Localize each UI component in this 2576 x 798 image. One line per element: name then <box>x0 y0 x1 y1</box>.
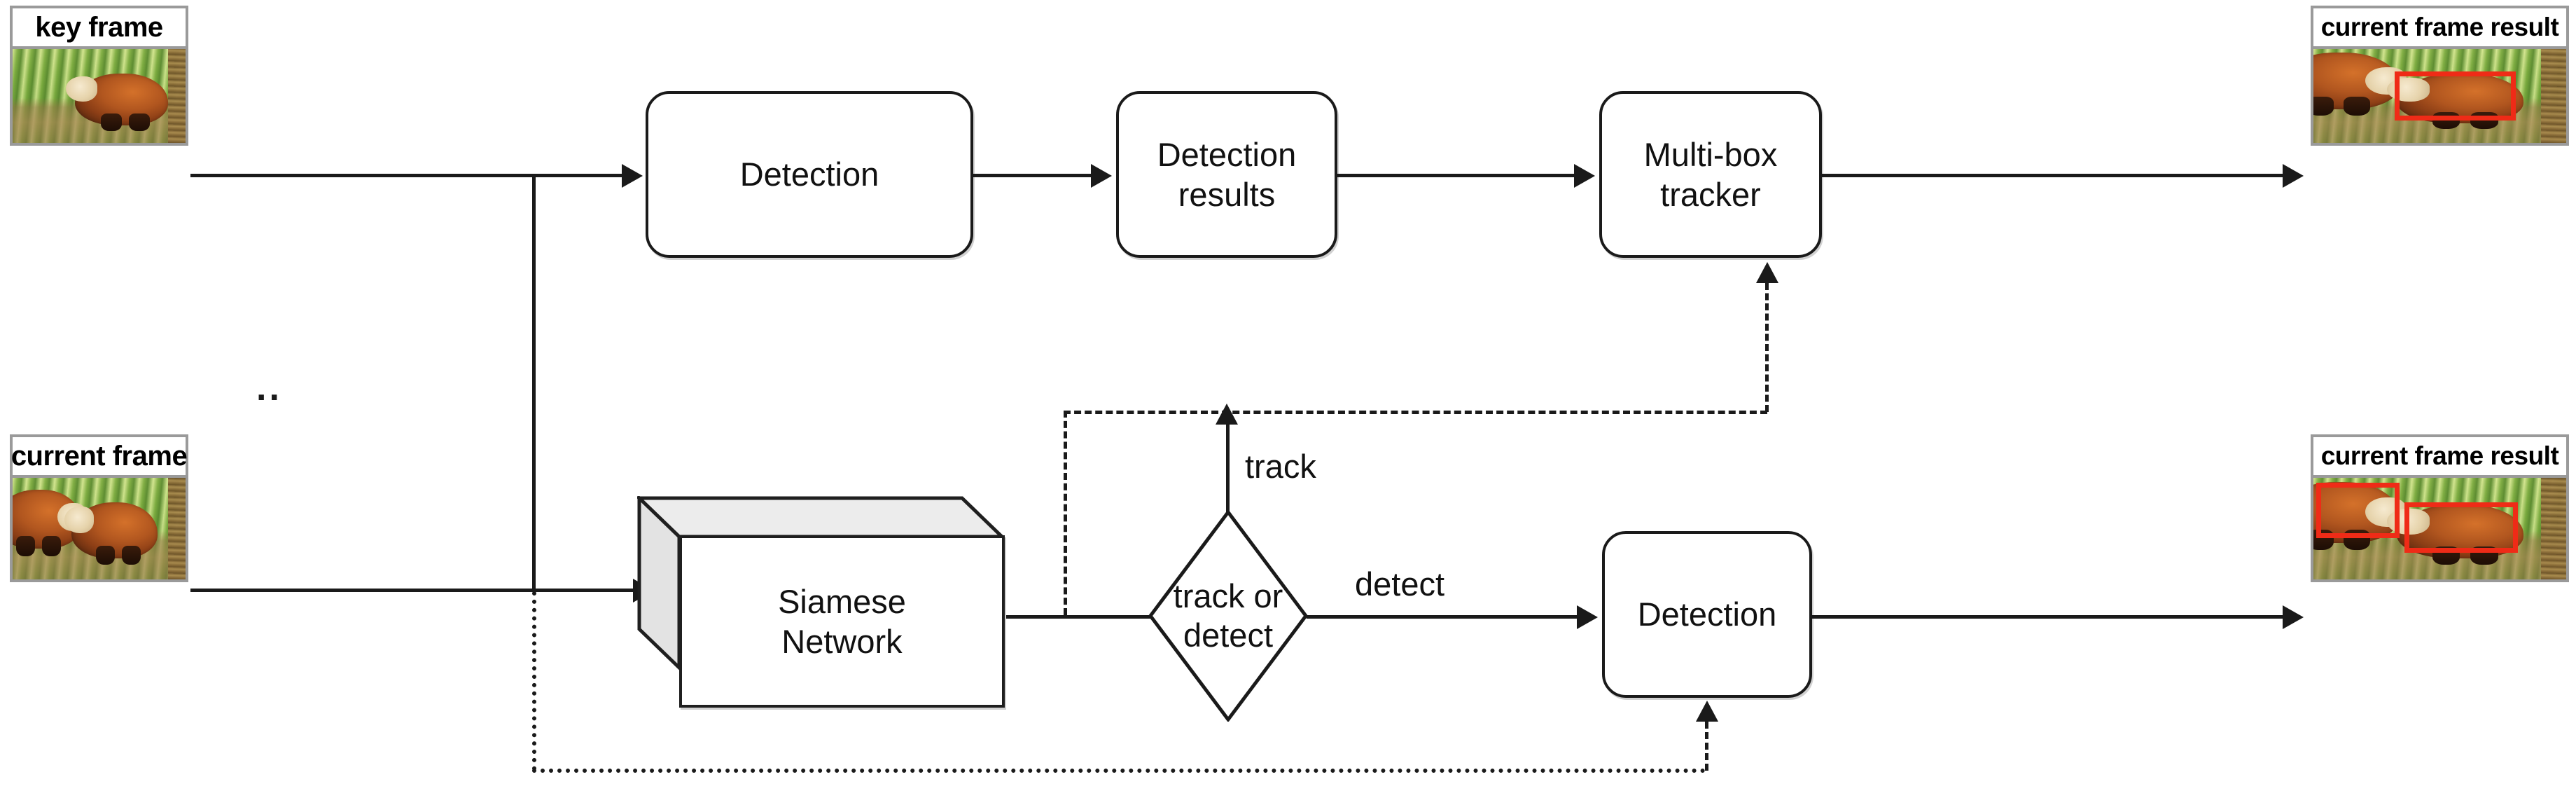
node-multi-box-tracker-label: Multi-box tracker <box>1643 135 1778 213</box>
arrowhead-to-detection-bottom <box>1577 605 1598 629</box>
edge-results-to-tracker <box>1337 174 1575 177</box>
node-detection-bottom-label: Detection <box>1637 596 1777 633</box>
red-panda-right <box>2386 73 2523 130</box>
panel-bottom-result: current frame result <box>2311 434 2569 582</box>
tree-trunk <box>168 49 186 143</box>
arrowhead-track-up <box>1216 404 1238 425</box>
edge-keyframe-to-split <box>190 174 535 177</box>
bounding-box-detected-2 <box>2404 502 2519 553</box>
arrowhead-to-multibox-tracker <box>1574 164 1595 188</box>
edge-split-vertical <box>532 174 536 591</box>
node-siamese-network[interactable]: Siamese Network <box>637 496 1008 710</box>
arrowhead-to-bottom-result <box>2283 605 2304 629</box>
tree-trunk <box>2540 478 2566 579</box>
edge-split-to-siamese <box>532 589 634 592</box>
cube-3d-faces <box>637 496 1005 672</box>
feedback-detect-vertical-left <box>532 591 536 771</box>
arrowhead-to-top-result <box>2283 164 2304 188</box>
cube-front-face: Siamese Network <box>679 535 1005 708</box>
node-siamese-network-label: Siamese Network <box>778 582 906 660</box>
bounding-box-tracked <box>2394 71 2516 121</box>
panel-current-frame-photo <box>13 478 186 579</box>
node-decision-track-or-detect[interactable]: track or detect <box>1148 509 1309 723</box>
edge-decision-to-detection-bottom <box>1307 615 1580 619</box>
edge-label-track: track <box>1245 448 1316 485</box>
feedback-detect-horizontal <box>532 769 1706 773</box>
panel-bottom-result-photo <box>2313 478 2566 579</box>
node-detection-top[interactable]: Detection <box>646 91 973 258</box>
edge-siamese-to-decision <box>1006 615 1162 619</box>
arrowhead-to-detection-top <box>622 164 643 188</box>
edge-detection-bottom-to-result <box>1812 615 2284 619</box>
tree-trunk <box>2540 49 2566 143</box>
panel-current-frame-caption: current frame <box>11 437 188 478</box>
node-detection-results[interactable]: Detection results <box>1116 91 1337 258</box>
arrowhead-feedback-to-multibox-tracker <box>1756 262 1778 283</box>
edge-detection-to-results <box>973 174 1094 177</box>
edge-currentframe-to-split <box>190 589 535 592</box>
node-multi-box-tracker[interactable]: Multi-box tracker <box>1599 91 1822 258</box>
panel-key-frame-caption: key frame <box>13 8 186 49</box>
bounding-box-detected-1 <box>2316 483 2400 538</box>
edge-tracker-to-top-result <box>1822 174 2284 177</box>
feedback-track-horizontal <box>1064 411 1767 414</box>
node-detection-top-label: Detection <box>739 156 879 193</box>
node-detection-results-label: Detection results <box>1157 135 1297 213</box>
arrowhead-to-detection-results <box>1091 164 1112 188</box>
diamond-shape <box>1148 509 1309 723</box>
panel-current-frame: current frame <box>10 434 188 582</box>
edge-split-to-detection-top <box>532 174 623 177</box>
panel-bottom-result-caption: current frame result <box>2313 437 2566 478</box>
feedback-detect-riser-to-detection <box>1705 722 1708 771</box>
panel-key-frame-photo <box>13 49 186 143</box>
panel-top-result-photo <box>2313 49 2566 143</box>
panel-top-result-caption: current frame result <box>2313 8 2566 49</box>
feedback-track-vertical-left <box>1064 411 1067 615</box>
panel-top-result: current frame result <box>2311 6 2569 146</box>
red-panda-right <box>64 502 158 565</box>
node-detection-bottom[interactable]: Detection <box>1602 531 1812 698</box>
frames-ellipsis: .. <box>256 368 282 408</box>
edge-label-detect: detect <box>1355 565 1445 603</box>
arrowhead-feedback-to-detection-bottom <box>1696 701 1718 722</box>
tree-trunk <box>168 478 186 579</box>
panel-key-frame: key frame <box>10 6 188 146</box>
feedback-track-riser-to-tracker <box>1765 283 1769 412</box>
red-panda <box>65 73 169 132</box>
edge-decision-track-up <box>1226 415 1230 513</box>
